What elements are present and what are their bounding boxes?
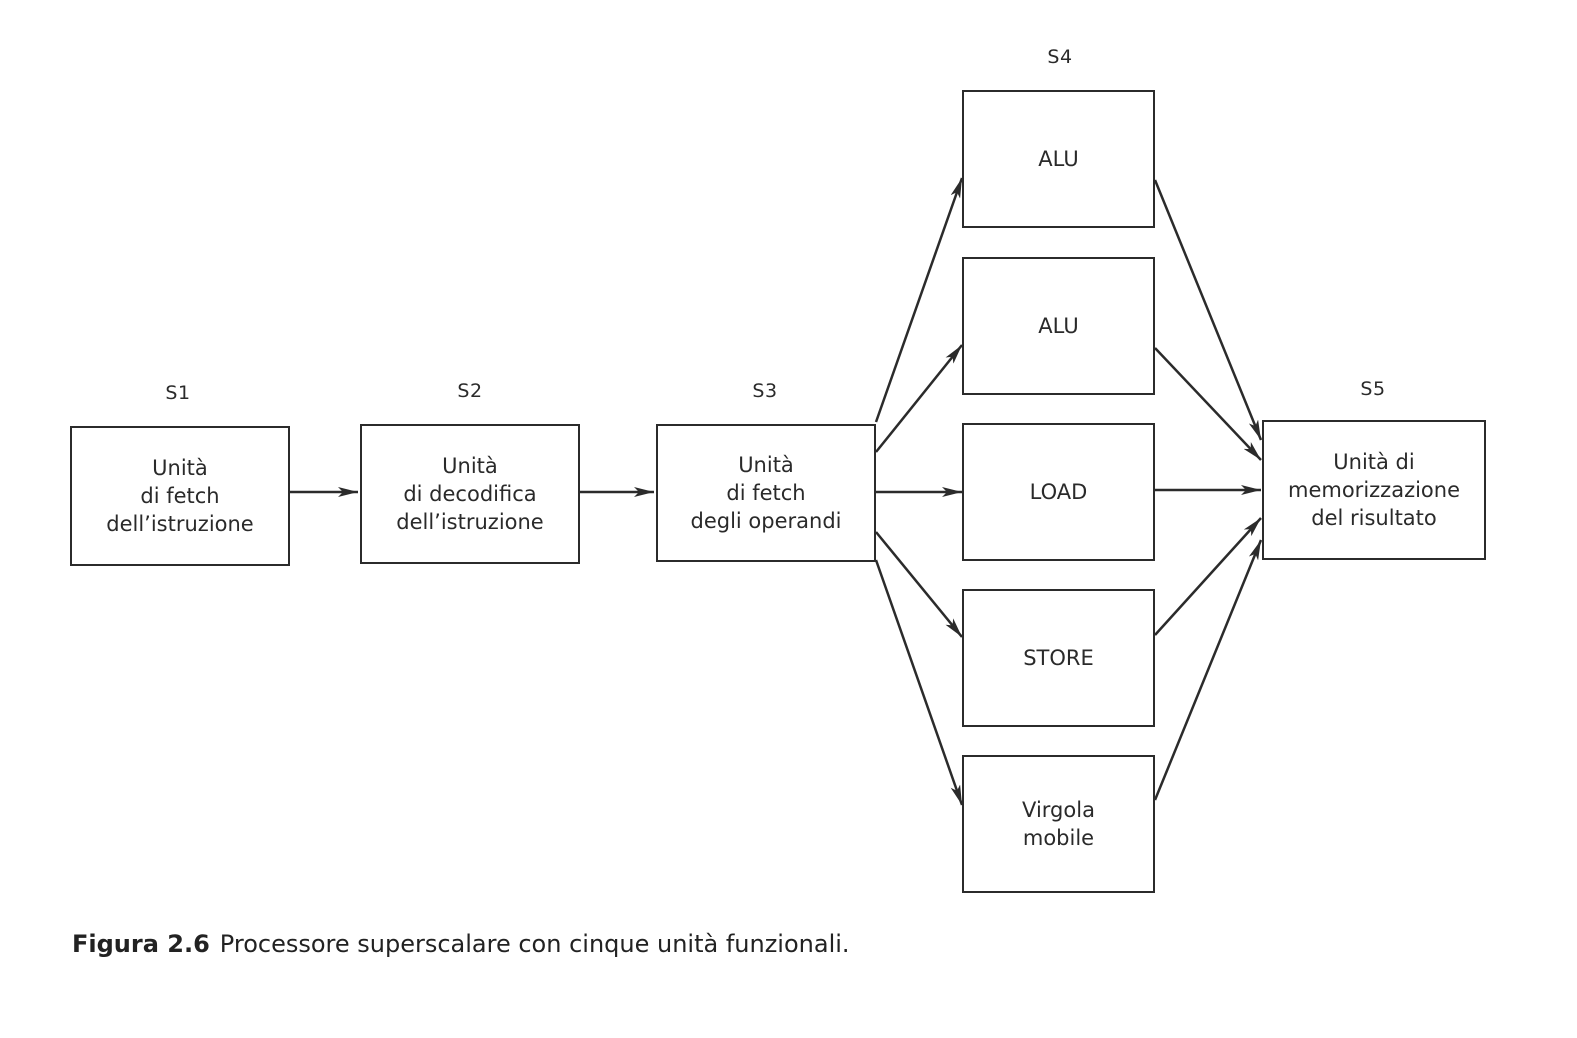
fetch-instruction-unit-label: Unità di fetch dell’istruzione [106, 456, 254, 536]
load-unit-label: LOAD [1029, 480, 1088, 504]
arrow-s3-to-floating-point [874, 559, 964, 806]
figure-number: Figura 2.6 [72, 930, 210, 958]
fetch-operands-unit: Unità di fetch degli operandi [656, 424, 876, 562]
stage-label-s3: S3 [752, 380, 778, 402]
arrow-alu-2-to-s5 [1154, 347, 1262, 461]
stage-label-s5: S5 [1360, 378, 1386, 400]
alu-unit-2-label: ALU [1038, 314, 1079, 338]
floating-point-unit-label: Virgola mobile [1022, 798, 1095, 850]
figure-caption: Figura 2.6 Processore superscalare con ci… [72, 930, 850, 958]
arrow-s3-to-alu-2 [875, 344, 963, 453]
stage-label-s2: S2 [457, 380, 483, 402]
arrow-alu-1-to-s5 [1153, 179, 1263, 441]
arrow-store-to-s5 [1154, 517, 1262, 636]
floating-point-unit: Virgola mobile [962, 755, 1155, 893]
arrow-floating-point-to-s5 [1153, 539, 1263, 801]
store-unit-label: STORE [1023, 646, 1094, 670]
result-store-unit-label: Unità di memorizzazione del risultato [1288, 450, 1460, 530]
stage-label-s4: S4 [1047, 46, 1073, 68]
alu-unit-2: ALU [962, 257, 1155, 395]
result-store-unit: Unità di memorizzazione del risultato [1262, 420, 1486, 560]
fetch-operands-unit-label: Unità di fetch degli operandi [690, 453, 842, 533]
load-unit: LOAD [962, 423, 1155, 561]
alu-unit-1-label: ALU [1038, 147, 1079, 171]
fetch-instruction-unit: Unità di fetch dell’istruzione [70, 426, 290, 566]
arrow-s3-to-store [875, 531, 963, 638]
stage-label-s1: S1 [165, 382, 191, 404]
decode-instruction-unit-label: Unità di decodifica dell’istruzione [396, 454, 544, 534]
store-unit: STORE [962, 589, 1155, 727]
figure-caption-text: Processore superscalare con cinque unità… [219, 930, 850, 958]
arrow-s3-to-alu-1 [874, 177, 964, 423]
decode-instruction-unit: Unità di decodifica dell’istruzione [360, 424, 580, 564]
alu-unit-1: ALU [962, 90, 1155, 228]
